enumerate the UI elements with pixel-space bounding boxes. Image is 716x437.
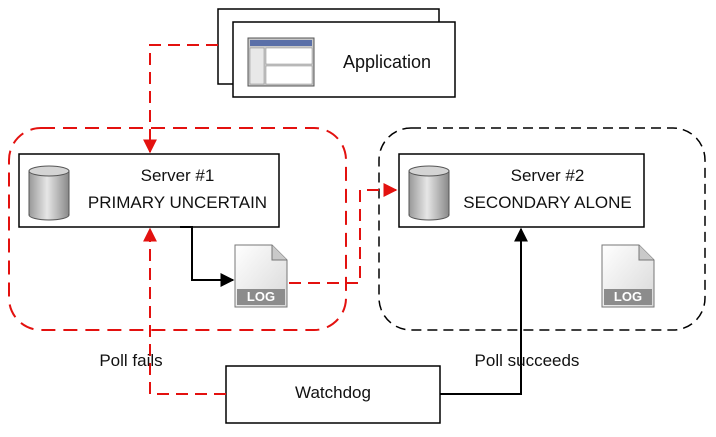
- database-icon: [408, 165, 450, 221]
- app-window-icon: [247, 37, 315, 87]
- poll-succeeds-label: Poll succeeds: [474, 351, 580, 370]
- log1-document-icon: [234, 244, 288, 308]
- application-to-server1-link: [143, 44, 218, 154]
- server1-to-log1-link: [180, 226, 235, 287]
- application-label: Application: [342, 52, 432, 72]
- watchdog-label: Watchdog: [295, 383, 371, 402]
- watchdog-box: [225, 365, 441, 424]
- watchdog-poll-server2-link: [440, 227, 528, 395]
- log1-to-server2-link: [289, 183, 398, 284]
- log1-label: LOG: [246, 289, 276, 304]
- server1-status: PRIMARY UNCERTAIN: [87, 193, 268, 212]
- server1-group: [8, 127, 347, 331]
- watchdog-poll-server1-link: [143, 227, 226, 395]
- server2-group: [378, 127, 706, 331]
- server1-name: Server #1: [140, 166, 215, 185]
- log2-label: LOG: [613, 289, 643, 304]
- database-icon: [28, 165, 70, 221]
- server2-status: SECONDARY ALONE: [463, 193, 632, 212]
- log2-document-icon: [601, 244, 655, 308]
- poll-fails-label: Poll fails: [99, 351, 163, 370]
- server2-name: Server #2: [510, 166, 585, 185]
